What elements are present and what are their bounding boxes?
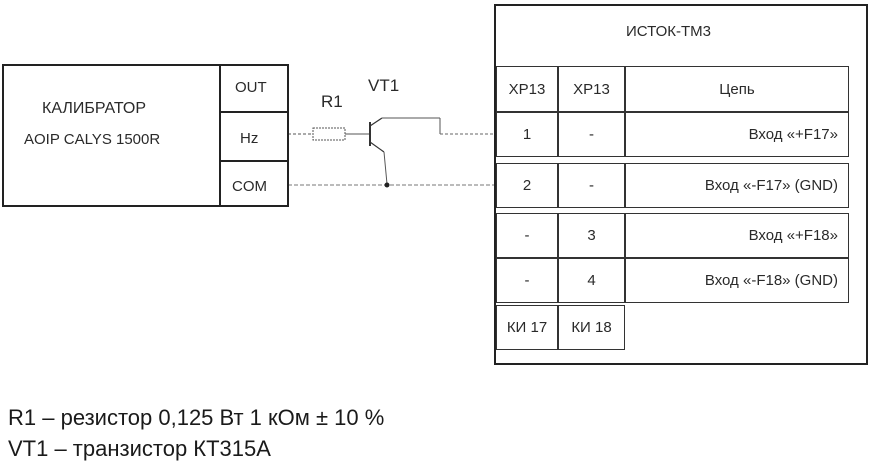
terminal-hz: Hz [240,130,259,147]
legend-r1: R1 – резистор 0,125 Вт 1 кОм ± 10 % [8,405,385,430]
label-r1: R1 [321,92,343,111]
calibrator-terminal-line-1 [219,111,289,113]
junction-dot [384,182,390,188]
header-xp13-1: XP13 [496,66,558,112]
row4-col-b: 4 [558,258,625,303]
row1-col-a: 1 [496,112,558,157]
wire-emitter-down [383,151,388,185]
row2-col-a: 2 [496,163,558,208]
transistor-emitter [369,141,385,153]
terminal-out: OUT [235,79,267,96]
calibrator-title: КАЛИБРАТОР [42,100,147,117]
row1-circuit: Вход «+F17» [625,112,849,157]
resistor-r1-symbol [312,127,346,141]
header-circuit: Цепь [625,66,849,112]
row4-circuit: Вход «-F18» (GND) [625,258,849,303]
row2-circuit: Вход «-F17» (GND) [625,163,849,208]
header-xp13-2: XP13 [558,66,625,112]
calibrator-terminal-divider [219,64,221,207]
row4-col-a: - [496,258,558,303]
legend-vt1: VT1 – транзистор КТ315А [8,436,271,461]
footer-ki18: КИ 18 [558,305,625,350]
calibrator-terminal-line-2 [219,160,289,162]
row1-col-b: - [558,112,625,157]
transistor-collector [369,117,383,127]
row3-col-a: - [496,213,558,258]
istok-title: ИСТОК-ТМ3 [626,23,712,40]
row2-col-b: - [558,163,625,208]
row3-col-b: 3 [558,213,625,258]
footer-ki17: КИ 17 [496,305,558,350]
terminal-com: COM [232,178,267,195]
label-vt1: VT1 [368,76,400,95]
istok-box [494,4,868,365]
calibrator-box [2,64,289,207]
calibrator-model: AOIP CALYS 1500R [24,131,161,148]
row3-circuit: Вход «+F18» [625,213,849,258]
